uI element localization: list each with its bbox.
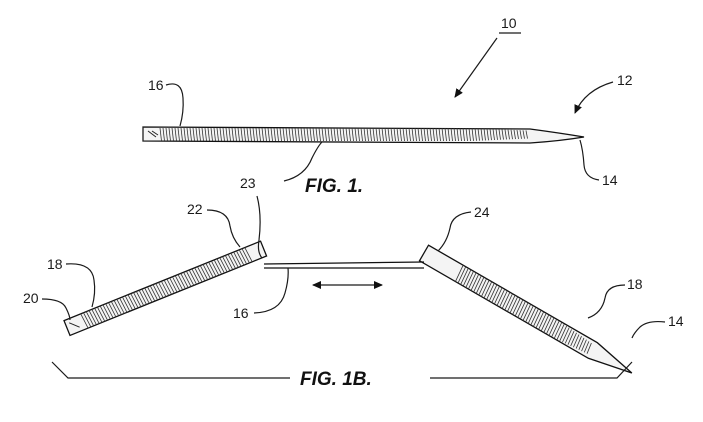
fig1b-right-ribs (455, 265, 592, 354)
fig1-device-body (142, 126, 585, 144)
ref-16-leader (165, 83, 184, 127)
ref-20-leader (41, 298, 71, 321)
fig1b-caption: FIG. 1B. (300, 369, 372, 390)
fig1b-left-segment (63, 240, 268, 337)
ref-24-label: 24 (474, 204, 490, 220)
ref-14-right-leader (631, 320, 666, 339)
fig1b-left-ribs (80, 247, 253, 329)
fig1-ribs (159, 127, 528, 142)
ref-16-bottom-label: 16 (233, 305, 249, 321)
ref-22-label: 22 (187, 201, 203, 217)
ref-18-left-leader (65, 263, 96, 308)
fig1b-bracket (51, 361, 633, 379)
connecting-filament (263, 261, 425, 269)
ref-14-right-label: 14 (668, 313, 684, 329)
ref-16-bottom-leader (253, 267, 289, 314)
ref-23-leader (256, 195, 263, 259)
ref-16-label: 16 (148, 77, 164, 93)
ref-14-label: 14 (602, 172, 618, 188)
ref-18-left-label: 18 (47, 256, 63, 272)
figure-1b: 22 24 18 20 16 18 14 FIG. 1B. (23, 195, 684, 390)
fig1b-right-segment (418, 244, 633, 374)
ref-10-arrow (454, 37, 498, 98)
ref-22-leader (206, 209, 241, 248)
ref-18-right-label: 18 (627, 276, 643, 292)
ref-10-label: 10 (501, 15, 517, 31)
fig1-body-leader (283, 141, 323, 182)
ref-18-right-leader (587, 284, 626, 319)
ref-12-label: 12 (617, 72, 633, 88)
ref-24-leader (437, 211, 472, 252)
ref-14-leader (579, 139, 600, 181)
ref-20-label: 20 (23, 290, 39, 306)
fig1-caption: FIG. 1. (305, 176, 363, 197)
figure-1: 10 12 16 14 FIG. 1. 23 (142, 15, 633, 197)
ref-23-label: 23 (240, 175, 256, 191)
ref-12-arrow (574, 81, 614, 114)
